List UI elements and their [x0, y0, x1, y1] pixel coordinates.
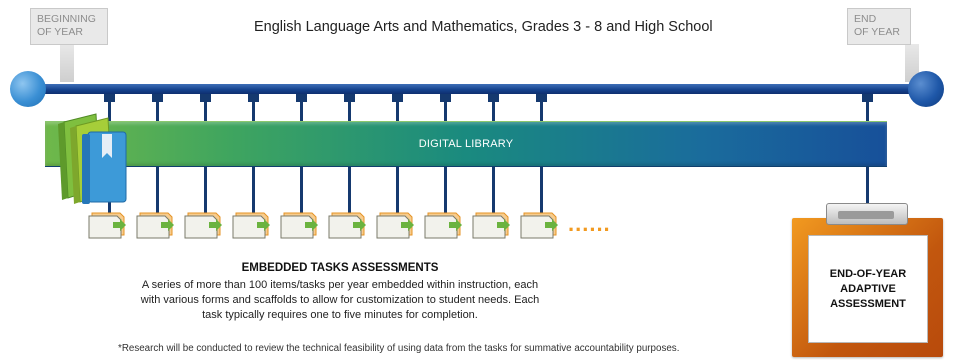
research-footnote: *Research will be conducted to review th… — [118, 343, 680, 354]
task-connector-cap — [104, 94, 115, 102]
end-tag-stem — [905, 44, 919, 82]
end-tag-line-1: END — [854, 13, 877, 25]
task-connector-cap — [536, 94, 547, 102]
end-assessment-line-2: ADAPTIVE — [840, 282, 896, 295]
end-of-year-assessment-card: END-OF-YEAR ADAPTIVE ASSESSMENT — [808, 235, 928, 343]
task-document-icon — [328, 212, 366, 239]
beginning-tag-stem — [60, 44, 74, 82]
diagram-title: English Language Arts and Mathematics, G… — [254, 19, 713, 35]
end-assessment-line-3: ASSESSMENT — [830, 297, 906, 310]
task-continuation-dots: ...... — [568, 211, 611, 236]
end-tag-line-2: OF YEAR — [854, 26, 900, 38]
beginning-tag-line-2: OF YEAR — [37, 26, 83, 38]
task-document-icon — [184, 212, 222, 239]
task-document-icon — [520, 212, 558, 239]
task-connector-cap — [296, 94, 307, 102]
task-document-icon — [472, 212, 510, 239]
task-document-icon — [280, 212, 318, 239]
books-icon — [58, 113, 127, 204]
clipboard-clip-base — [838, 211, 894, 219]
beginning-of-year-tag: BEGINNING OF YEAR — [30, 8, 108, 45]
embedded-tasks-description: A series of more than 100 items/tasks pe… — [140, 279, 540, 321]
task-document-icon — [88, 212, 126, 239]
timeline-start-point — [10, 71, 46, 107]
task-connector-cap — [248, 94, 259, 102]
timeline-end-point — [908, 71, 944, 107]
task-document-icon — [424, 212, 462, 239]
task-connector-cap — [392, 94, 403, 102]
digital-library-bar: DIGITAL LIBRARY — [45, 121, 887, 167]
digital-library-label: DIGITAL LIBRARY — [418, 138, 514, 150]
task-connector-cap — [200, 94, 211, 102]
year-timeline — [26, 84, 930, 94]
end-assessment-connector-cap — [862, 94, 873, 102]
embedded-tasks-title: EMBEDDED TASKS ASSESSMENTS — [241, 262, 439, 274]
task-document-icon — [376, 212, 414, 239]
task-document-icon — [232, 212, 270, 239]
task-connector-cap — [344, 94, 355, 102]
end-assessment-line-1: END-OF-YEAR — [829, 267, 907, 280]
task-connector-cap — [488, 94, 499, 102]
beginning-tag-line-1: BEGINNING — [37, 13, 96, 25]
task-connector-cap — [152, 94, 163, 102]
task-connector-cap — [440, 94, 451, 102]
task-document-icon — [136, 212, 174, 239]
end-of-year-tag: END OF YEAR — [847, 8, 911, 45]
